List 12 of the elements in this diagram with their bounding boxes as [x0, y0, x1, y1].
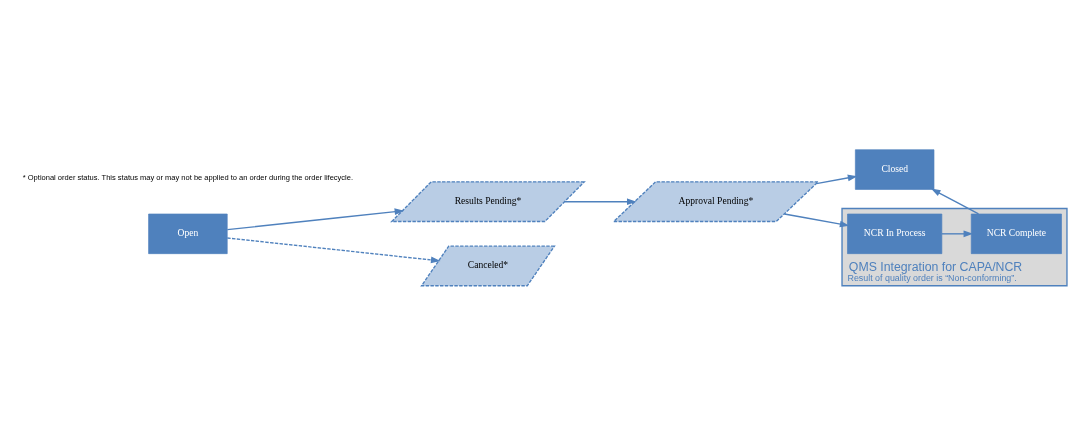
- label: * Optional order status. This status may or may not be applied to an order during the order lifecycle.: [22, 172, 354, 182]
- arrow: [783, 212, 850, 227]
- node-box: Closed: [855, 148, 935, 190]
- arrow: [564, 197, 637, 205]
- arrow: [930, 188, 980, 215]
- node-box: NCR In Process: [847, 213, 943, 254]
- arrow: [226, 207, 405, 230]
- arrow: [815, 174, 858, 184]
- arrow: [941, 229, 974, 237]
- arrow: [226, 236, 441, 263]
- node-box: Open: [148, 213, 228, 254]
- node-box: NCR Complete: [970, 213, 1062, 254]
